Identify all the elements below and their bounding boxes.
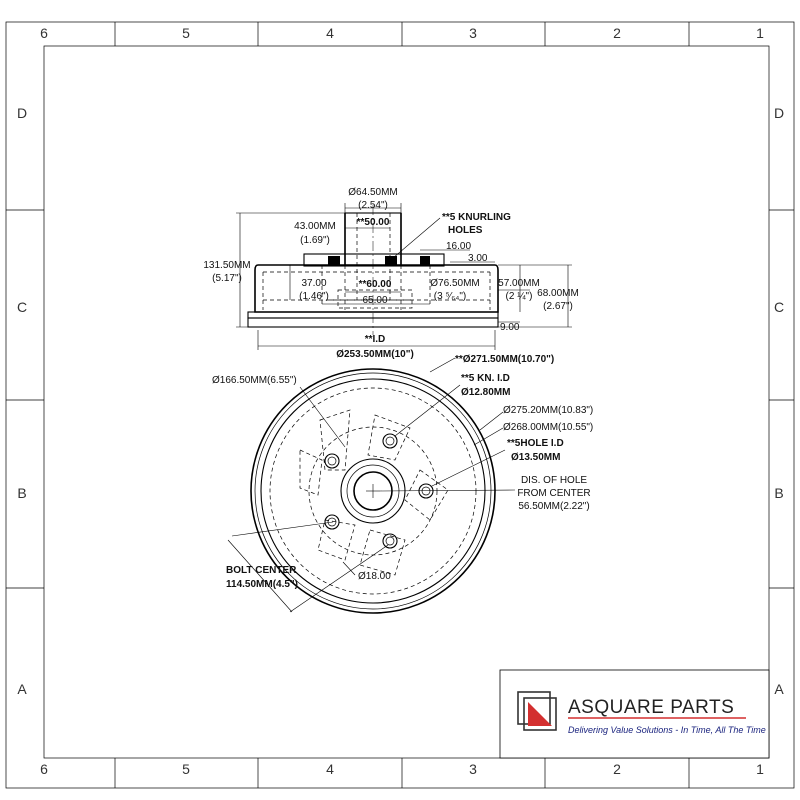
bore-label: **60.00 [359, 279, 392, 290]
company-tagline: Delivering Value Solutions - In Time, Al… [568, 725, 766, 735]
knurling-holes-label-1: **5 KNURLING [442, 212, 511, 223]
hub-height-label: 43.00MM [294, 221, 336, 232]
hub-diameter-label: Ø64.50MM [348, 187, 397, 198]
hole-id-label-2: Ø13.50MM [511, 452, 560, 463]
total-height-label: 131.50MM [203, 260, 250, 271]
inner-diameter-title: **I.D [365, 334, 386, 345]
dim-57-inch-label: (2 ¼") [506, 290, 533, 302]
zone-row-b-right: B [774, 485, 783, 501]
bolt-circle-outer-label: Ø166.50MM(6.55") [212, 375, 297, 386]
dim-37-inch-label: (1.46") [299, 291, 329, 302]
pilot-diameter-label: Ø76.50MM [430, 278, 479, 289]
hub-height-inch-label: (1.69") [300, 235, 330, 246]
hole-distance-label-1: DIS. OF HOLE [521, 475, 587, 486]
total-height-inch-label: (5.17") [212, 273, 242, 284]
knurling-holes-label-2: HOLES [448, 225, 483, 236]
diameter-268-label: Ø268.00MM(10.55") [503, 422, 593, 433]
inner-diameter-value: Ø253.50MM(10") [336, 349, 414, 360]
hole-id-label-1: **5HOLE I.D [507, 438, 564, 449]
zone-col-5-top: 5 [182, 25, 190, 41]
diameter-18-label: Ø18.00 [358, 571, 391, 582]
dim-37-label: 37.00 [301, 278, 326, 289]
zone-col-5-bottom: 5 [182, 761, 190, 777]
bolt-center-label-2: 114.50MM(4.5") [226, 579, 298, 590]
company-name: ASQUARE PARTS [568, 697, 734, 718]
outer-diameter-label: **Ø271.50MM(10.70") [455, 354, 554, 365]
company-logo-icon [517, 691, 557, 731]
side-view-drawing [236, 203, 572, 350]
zone-row-d-right: D [774, 105, 784, 121]
drawing-frame [5, 21, 795, 789]
diameter-275-label: Ø275.20MM(10.83") [503, 405, 593, 416]
zone-col-2-top: 2 [613, 25, 621, 41]
pilot-diameter-inch-label: (3 ⁵⁄₆₄") [434, 291, 466, 302]
zone-col-4-top: 4 [326, 25, 334, 41]
hole-distance-label-2: FROM CENTER [517, 488, 590, 499]
company-logo-box [499, 669, 770, 759]
hole-distance-label-3: 56.50MM(2.22") [518, 501, 589, 512]
dim-3-label: 3.00 [468, 253, 488, 264]
zone-col-1-top: 1 [756, 25, 764, 41]
bolt-center-label-1: BOLT CENTER [226, 565, 297, 576]
zone-col-3-top: 3 [469, 25, 477, 41]
zone-col-3-bottom: 3 [469, 761, 477, 777]
zone-row-a-right: A [774, 681, 784, 697]
front-view-drawing [227, 357, 516, 614]
zone-col-2-bottom: 2 [613, 761, 621, 777]
hub-diameter-inch-label: (2.54") [358, 200, 388, 211]
zone-col-1-bottom: 1 [756, 761, 764, 777]
dim-68-label: 68.00MM [537, 288, 579, 299]
dim-16-label: 16.00 [446, 241, 471, 252]
zone-col-6-bottom: 6 [40, 761, 48, 777]
knurling-id-label-2: Ø12.80MM [461, 387, 510, 398]
hub-inner-label: **50.00 [357, 217, 390, 228]
zone-row-c-left: C [17, 299, 27, 315]
dim-65-label: 65.00 [362, 295, 387, 306]
zone-row-a-left: A [17, 681, 27, 697]
zone-row-d-left: D [17, 105, 27, 121]
zone-row-c-right: C [774, 299, 784, 315]
dim-57-label: 57.00MM [498, 278, 540, 289]
zone-col-6-top: 6 [40, 25, 48, 41]
knurling-id-label-1: **5 KN. I.D [461, 373, 510, 384]
dim-68-inch-label: (2.67") [543, 301, 573, 312]
dim-9-label: 9.00 [500, 322, 520, 333]
zone-col-4-bottom: 4 [326, 761, 334, 777]
zone-row-b-left: B [17, 485, 26, 501]
